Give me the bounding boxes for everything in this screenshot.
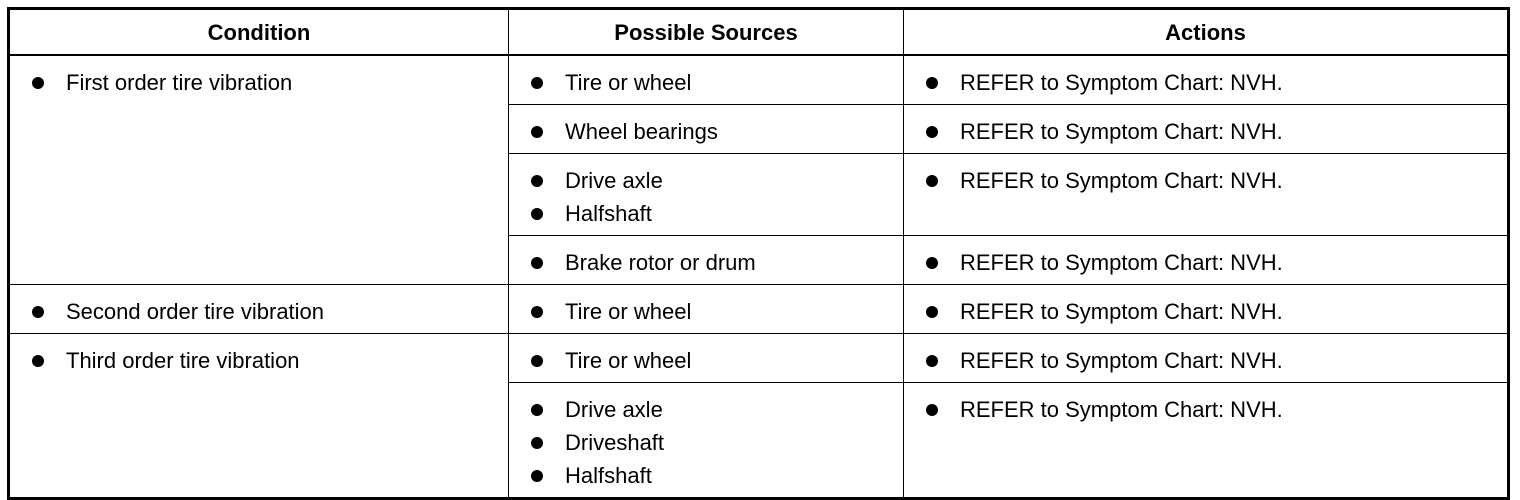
bullet-icon <box>531 403 543 416</box>
source-item: Tire or wheel <box>531 295 895 328</box>
header-actions: Actions <box>903 8 1509 56</box>
action-text: REFER to Symptom Chart: NVH. <box>960 299 1283 324</box>
condition-item: Second order tire vibration <box>32 295 500 328</box>
sources-cell: Brake rotor or drum <box>508 235 904 285</box>
bullet-icon <box>926 354 938 367</box>
bullet-icon <box>531 256 543 269</box>
sources-cell: Drive axle Driveshaft Halfshaft <box>508 382 904 499</box>
bullet-icon <box>531 469 543 482</box>
condition-item: Third order tire vibration <box>32 344 500 377</box>
source-item: Drive axle <box>531 164 895 197</box>
condition-cell: Second order tire vibration <box>8 284 509 334</box>
condition-cell: First order tire vibration <box>8 54 509 285</box>
source-text: Driveshaft <box>565 430 665 455</box>
action-cell: REFER to Symptom Chart: NVH. <box>903 235 1509 285</box>
action-item: REFER to Symptom Chart: NVH. <box>926 164 1499 197</box>
bullet-icon <box>531 436 543 449</box>
bullet-icon <box>531 207 543 220</box>
bullet-icon <box>926 305 938 318</box>
source-text: Tire or wheel <box>565 299 692 324</box>
action-cell: REFER to Symptom Chart: NVH. <box>903 153 1509 236</box>
source-text: Wheel bearings <box>565 119 718 144</box>
sources-cell: Wheel bearings <box>508 104 904 154</box>
sources-cell: Drive axle Halfshaft <box>508 153 904 236</box>
source-text: Halfshaft <box>565 201 652 226</box>
diagnosis-table: Condition Possible Sources Actions First… <box>7 7 1510 500</box>
action-item: REFER to Symptom Chart: NVH. <box>926 115 1499 148</box>
bullet-icon <box>531 174 543 187</box>
source-text: Drive axle <box>565 168 663 193</box>
bullet-icon <box>531 305 543 318</box>
action-cell: REFER to Symptom Chart: NVH. <box>903 382 1509 499</box>
condition-item: First order tire vibration <box>32 66 500 99</box>
bullet-icon <box>32 305 44 318</box>
source-item: Tire or wheel <box>531 66 895 99</box>
action-text: REFER to Symptom Chart: NVH. <box>960 119 1283 144</box>
bullet-icon <box>32 354 44 367</box>
action-text: REFER to Symptom Chart: NVH. <box>960 168 1283 193</box>
sources-cell: Tire or wheel <box>508 54 904 105</box>
source-text: Drive axle <box>565 397 663 422</box>
header-condition: Condition <box>8 8 509 56</box>
bullet-icon <box>926 76 938 89</box>
source-item: Halfshaft <box>531 197 895 230</box>
bullet-icon <box>32 76 44 89</box>
action-item: REFER to Symptom Chart: NVH. <box>926 246 1499 279</box>
action-text: REFER to Symptom Chart: NVH. <box>960 348 1283 373</box>
condition-text: Second order tire vibration <box>66 299 325 324</box>
action-cell: REFER to Symptom Chart: NVH. <box>903 104 1509 154</box>
sources-cell: Tire or wheel <box>508 333 904 383</box>
action-text: REFER to Symptom Chart: NVH. <box>960 397 1283 422</box>
source-item: Tire or wheel <box>531 344 895 377</box>
bullet-icon <box>531 76 543 89</box>
header-row: Condition Possible Sources Actions <box>8 8 1509 56</box>
sources-cell: Tire or wheel <box>508 284 904 334</box>
source-item: Drive axle <box>531 393 895 426</box>
source-item: Brake rotor or drum <box>531 246 895 279</box>
bullet-icon <box>926 403 938 416</box>
condition-text: First order tire vibration <box>66 70 293 95</box>
table-row: Drive axle Halfshaft REFER to Symptom Ch… <box>9 153 1509 236</box>
source-text: Halfshaft <box>565 463 652 488</box>
bullet-icon <box>926 125 938 138</box>
action-text: REFER to Symptom Chart: NVH. <box>960 70 1283 95</box>
bullet-icon <box>531 354 543 367</box>
bullet-icon <box>531 125 543 138</box>
source-text: Brake rotor or drum <box>565 250 756 275</box>
action-cell: REFER to Symptom Chart: NVH. <box>903 284 1509 334</box>
condition-text: Third order tire vibration <box>66 348 300 373</box>
action-item: REFER to Symptom Chart: NVH. <box>926 344 1499 377</box>
action-cell: REFER to Symptom Chart: NVH. <box>903 54 1509 105</box>
source-text: Tire or wheel <box>565 70 692 95</box>
bullet-icon <box>926 174 938 187</box>
table-row: First order tire vibration Tire or wheel… <box>8 54 1509 285</box>
table-row: Wheel bearings REFER to Symptom Chart: N… <box>9 104 1509 154</box>
action-item: REFER to Symptom Chart: NVH. <box>926 295 1499 328</box>
source-item: Driveshaft <box>531 426 895 459</box>
action-text: REFER to Symptom Chart: NVH. <box>960 250 1283 275</box>
source-item: Halfshaft <box>531 459 895 492</box>
condition-cell: Third order tire vibration <box>8 333 509 499</box>
bullet-icon <box>926 256 938 269</box>
action-cell: REFER to Symptom Chart: NVH. <box>903 333 1509 383</box>
source-text: Tire or wheel <box>565 348 692 373</box>
table-row: Third order tire vibration Tire or wheel… <box>8 333 1509 499</box>
header-possible-sources: Possible Sources <box>508 8 904 56</box>
source-item: Wheel bearings <box>531 115 895 148</box>
action-item: REFER to Symptom Chart: NVH. <box>926 393 1499 426</box>
table-row: Drive axle Driveshaft Halfshaft REFER to… <box>9 382 1509 499</box>
table-row: Second order tire vibration Tire or whee… <box>8 284 1509 334</box>
action-item: REFER to Symptom Chart: NVH. <box>926 66 1499 99</box>
